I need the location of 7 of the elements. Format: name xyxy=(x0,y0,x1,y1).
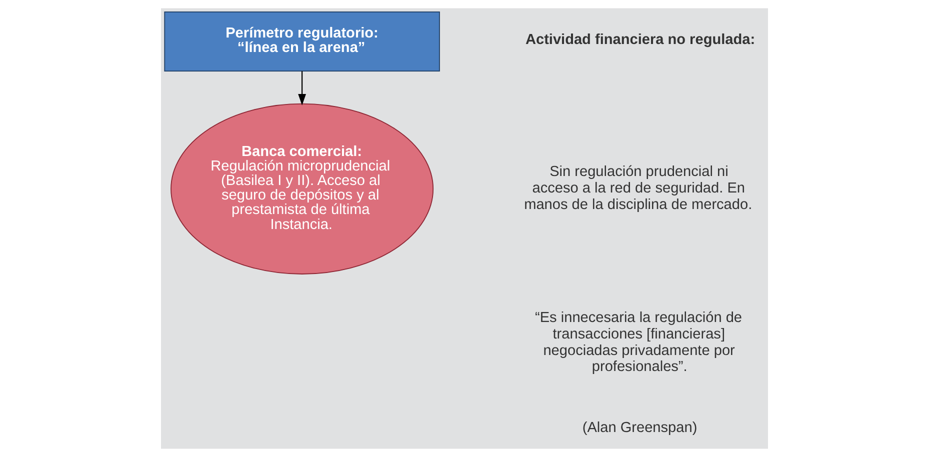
label: “Es innecesaria la regulación de transacciones [financieras] negociadas privadamente por profesionales”. xyxy=(535,310,742,376)
node-ellipse: Banca comercial: Regulación microprudencial (Basilea I y II). Acceso al seguro de depósitos y al prestamista de última Instancia. xyxy=(170,103,434,274)
arrow xyxy=(298,71,306,106)
label: (Alan Greenspan) xyxy=(582,420,698,436)
node-box: Perímetro regulatorio: “línea en la arena” xyxy=(164,11,440,72)
label: Sin regulación prudencial ni acceso a la red de seguridad. En manos de la disciplina de mercado. xyxy=(524,164,752,213)
label: Actividad financiera no regulada: xyxy=(525,32,756,48)
